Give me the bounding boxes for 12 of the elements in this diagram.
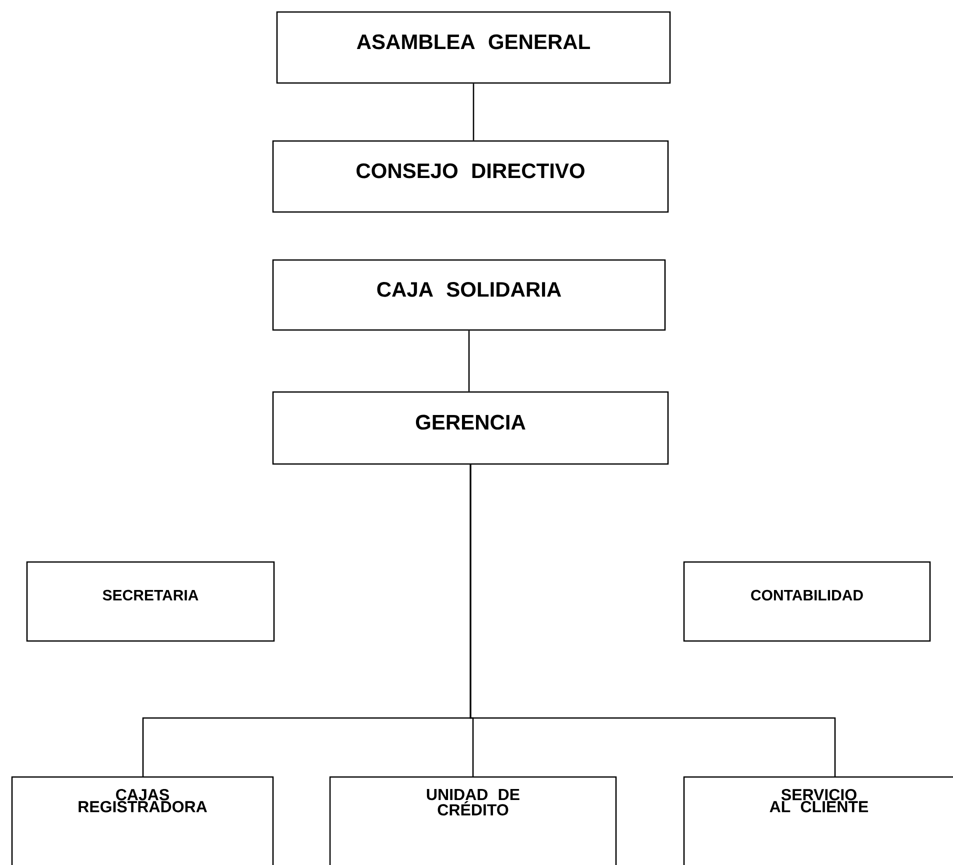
org-box: UNIDAD DE CRÉDITO [329,776,617,865]
org-box: CAJA SOLIDARIA [272,259,666,331]
org-box: SECRETARIA [26,561,275,642]
org-box: CONSEJO DIRECTIVO [272,140,669,213]
org-box: ASAMBLEA GENERAL [276,11,671,84]
connector-line [468,330,470,392]
org-box: SERVICIO AL CLIENTE [683,776,953,865]
connector-line [470,464,836,777]
org-box: CONTABILIDAD [683,561,931,642]
org-box: CAJAS REGISTRADORA [11,776,274,865]
org-box: GERENCIA [272,391,669,465]
connector-line [472,84,474,140]
